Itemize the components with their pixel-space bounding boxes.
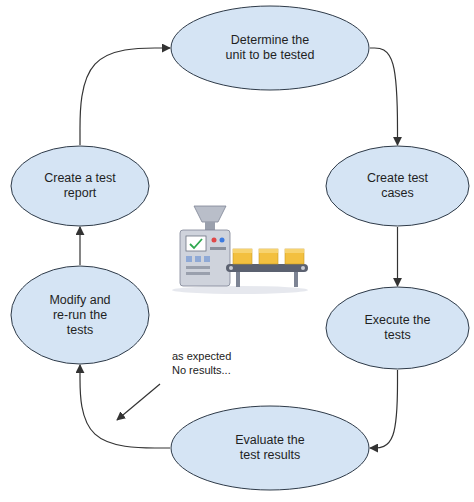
note-text: as expected: [172, 350, 231, 363]
ellipse-shape: [11, 266, 149, 364]
box-lid: [233, 249, 252, 253]
floor-shadow: [172, 286, 308, 294]
process-ellipse: Modify and re-run the tests: [10, 265, 150, 365]
indicator-light: [220, 238, 225, 243]
node-label: Create test cases: [361, 171, 435, 201]
flow-arrow: [370, 48, 398, 145]
machine-screen: [186, 236, 206, 251]
hopper-neck: [205, 222, 215, 230]
box-lid: [259, 249, 278, 253]
conveyor-leg: [294, 272, 298, 287]
conveyor-roller: [301, 266, 305, 270]
node-content: Create test cases: [325, 145, 470, 227]
flow-arrow: [80, 365, 170, 448]
factory-illustration: [172, 206, 308, 294]
node-content: Execute the tests: [325, 286, 470, 370]
process-ellipse: Execute the tests: [325, 286, 470, 370]
machine-slot: [210, 247, 226, 250]
process-ellipse: Evaluate the test results: [170, 405, 370, 491]
process-ellipse: Create a test report: [10, 145, 150, 227]
conveyor-roller: [229, 266, 233, 270]
ellipse-shape: [326, 287, 469, 369]
flow-arrow: [397, 227, 398, 286]
ellipse-shape: [171, 6, 369, 90]
box-lid: [285, 249, 304, 253]
product-box: [285, 249, 304, 264]
ellipse-shape: [11, 146, 149, 226]
node-content: Modify and re-run the tests: [10, 265, 150, 365]
flow-arrow: [79, 227, 80, 265]
indicator-light: [212, 238, 217, 243]
hopper: [194, 206, 226, 222]
process-ellipse: Create test cases: [325, 145, 470, 227]
product-box: [259, 249, 278, 264]
machine-body: [180, 230, 230, 286]
machine-button: [204, 256, 210, 262]
node-label: Evaluate the test results: [229, 433, 311, 463]
process-ellipse: Determine the unit to be tested: [170, 5, 370, 91]
leader-line: [117, 384, 160, 420]
machine-vent: [186, 272, 210, 275]
machine-button: [186, 256, 192, 262]
product-box: [233, 249, 252, 264]
ellipse-shape: [326, 146, 469, 226]
node-content: Evaluate the test results: [170, 405, 370, 491]
node-content: Determine the unit to be tested: [170, 5, 370, 91]
machine-button: [195, 256, 201, 262]
node-label: Determine the unit to be tested: [225, 33, 315, 63]
node-content: Create a test report: [10, 145, 150, 227]
node-label: Modify and re-run the tests: [44, 293, 116, 338]
machine-vent: [186, 266, 210, 269]
flow-arrow: [370, 370, 398, 448]
check-mark: [190, 239, 202, 248]
node-label: Execute the tests: [360, 313, 436, 343]
node-label: Create a test report: [37, 171, 123, 201]
ellipse-shape: [171, 406, 369, 490]
conveyor-belt: [226, 264, 308, 272]
flow-arrow: [80, 48, 170, 145]
note-text: No results...: [172, 364, 231, 377]
conveyor-leg: [236, 272, 240, 287]
